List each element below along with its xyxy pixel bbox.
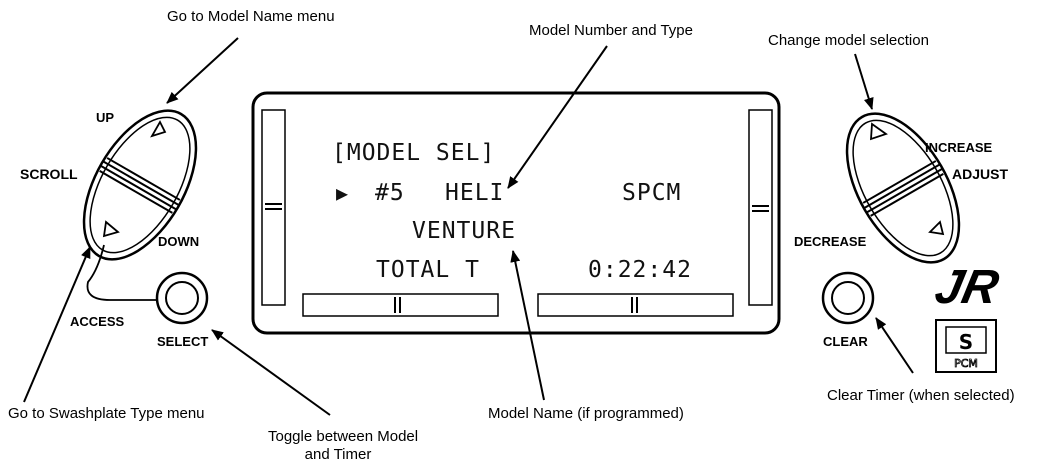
arrow-swashplate-menu	[23, 246, 91, 403]
clear-button[interactable]	[821, 271, 875, 325]
spcm-badge: S PCM	[935, 319, 997, 373]
lcd-left-trim-bar	[261, 109, 286, 306]
up-arrow-icon[interactable]	[150, 120, 167, 138]
arrow-model-number-type	[507, 45, 608, 189]
callout-model-name: Model Name (if programmed)	[488, 405, 684, 422]
increase-label: INCREASE	[925, 140, 993, 155]
lcd-cursor-icon: ▶	[336, 181, 350, 205]
up-label: UP	[96, 110, 115, 125]
lcd-model-number: #5	[375, 180, 405, 206]
arrow-toggle-select	[211, 329, 331, 416]
lcd-model-type: HELI	[445, 180, 505, 206]
arrow-change-model	[854, 53, 874, 110]
lcd-right-trim-bar	[748, 109, 773, 306]
callout-swashplate-menu: Go to Swashplate Type menu	[8, 405, 205, 422]
access-connector-line	[86, 244, 156, 301]
access-label: ACCESS	[70, 314, 125, 329]
arrow-clear-timer	[875, 317, 914, 374]
adjust-rocker[interactable]	[824, 95, 982, 281]
callout-clear-timer: Clear Timer (when selected)	[827, 387, 1015, 404]
clear-label: CLEAR	[823, 334, 868, 349]
callout-change-model: Change model selection	[768, 32, 929, 49]
down-label: DOWN	[158, 234, 200, 249]
lcd-title: [MODEL SEL]	[332, 140, 496, 166]
lcd-timer-value: 0:22:42	[588, 257, 692, 283]
callout-toggle-line2: and Timer	[304, 446, 372, 463]
lcd-model-name: VENTURE	[412, 218, 516, 244]
scroll-rocker[interactable]	[61, 92, 219, 278]
callout-toggle-line1: Toggle between Model	[268, 428, 419, 445]
decrease-arrow-icon[interactable]	[928, 220, 945, 236]
down-arrow-icon[interactable]	[102, 220, 120, 238]
svg-text:PCM: PCM	[954, 357, 978, 370]
jr-logo: JR	[931, 260, 1004, 313]
select-label: SELECT	[157, 334, 209, 349]
lcd-modulation: SPCM	[622, 180, 682, 206]
lcd-bottom-right-trim-bar	[537, 293, 734, 317]
svg-text:JR: JR	[931, 260, 1004, 313]
scroll-label: SCROLL	[20, 166, 78, 182]
adjust-label: ADJUST	[952, 166, 1009, 182]
lcd-display	[251, 91, 781, 335]
callout-model-number-type: Model Number and Type	[529, 22, 693, 39]
select-button[interactable]	[155, 271, 209, 325]
arrow-model-name-menu	[166, 37, 239, 104]
arrow-model-name	[510, 250, 545, 401]
callout-model-name-menu: Go to Model Name menu	[167, 8, 335, 25]
lcd-timer-label: TOTAL T	[376, 257, 480, 283]
decrease-label: DECREASE	[794, 234, 867, 249]
increase-arrow-icon[interactable]	[870, 122, 888, 141]
svg-text:S: S	[959, 330, 973, 354]
